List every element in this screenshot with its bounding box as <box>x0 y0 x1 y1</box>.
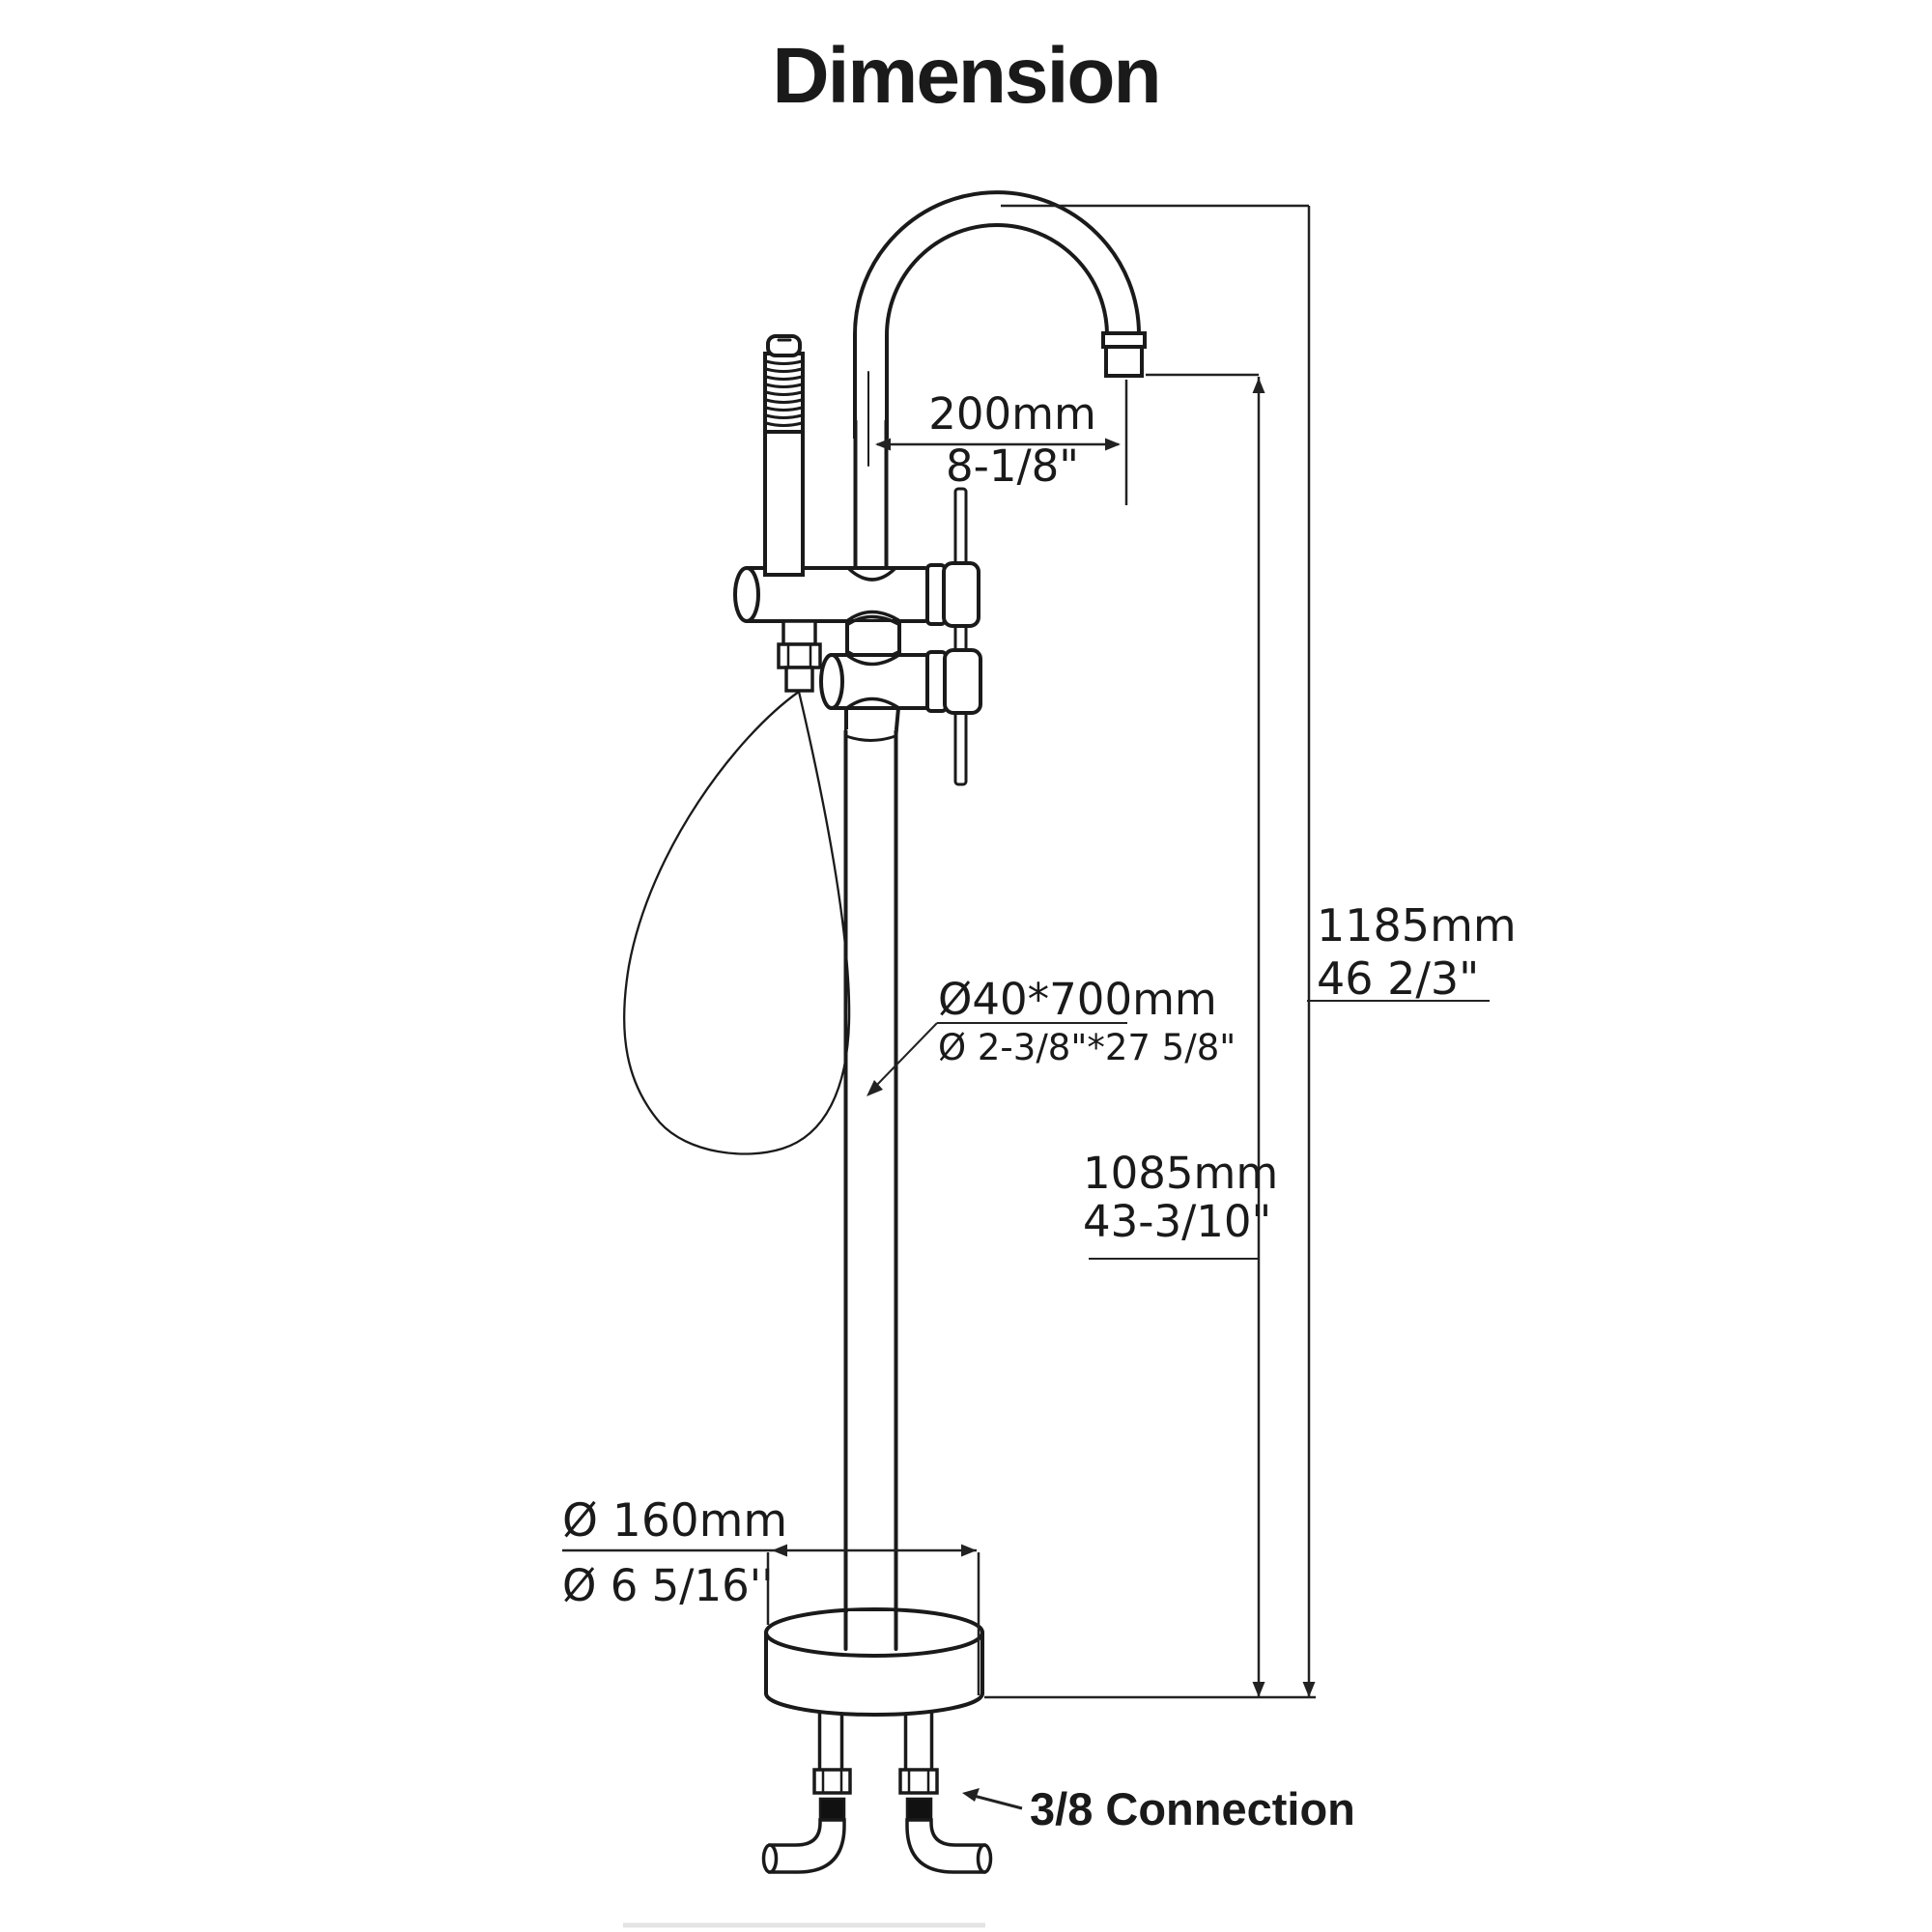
upper-valve-body <box>733 561 980 628</box>
lever-rod <box>953 487 968 786</box>
spout-height-metric-label: 1085mm <box>1083 1148 1279 1199</box>
hose-fitting <box>777 619 822 693</box>
spout-reach-metric-label: 200mm <box>928 388 1096 440</box>
dimension-lines <box>562 204 1490 1928</box>
spout-nozzle <box>1101 331 1147 378</box>
hand-shower-wand <box>763 334 805 577</box>
riser-pipe-imperial-label: Ø 2-3/8"*27 5/8" <box>938 1027 1236 1068</box>
page-title: Dimension <box>772 32 1161 120</box>
dim-total-height <box>1001 204 1490 1697</box>
riser-pipe <box>843 706 900 1650</box>
leader-connection <box>962 1788 1023 1810</box>
spout-height-imperial-label: 43-3/10" <box>1083 1196 1272 1247</box>
base-diameter-imperial-label: Ø 6 5/16'' <box>562 1560 774 1611</box>
base-diameter-metric-label: Ø 160mm <box>562 1494 788 1548</box>
supply-hose-right <box>898 1712 993 1874</box>
shower-hose <box>622 690 851 1155</box>
spout-reach-imperial-label: 8-1/8" <box>946 440 1079 492</box>
supply-hose-left <box>761 1712 852 1874</box>
leader-riser-pipe <box>867 1022 1127 1096</box>
dim-base-diameter <box>562 1544 980 1695</box>
total-height-metric-label: 1185mm <box>1317 899 1517 952</box>
connection-size-label: 3/8 Connection <box>1030 1783 1355 1834</box>
dim-spout-height <box>1089 373 1265 1697</box>
valve-connector <box>845 614 901 662</box>
total-height-imperial-label: 46 2/3" <box>1317 952 1480 1005</box>
riser-pipe-metric-label: Ø40*700mm <box>938 974 1217 1025</box>
lower-valve-body <box>819 648 982 715</box>
dim-spout-reach <box>875 380 1128 505</box>
floor-base <box>764 1607 984 1717</box>
